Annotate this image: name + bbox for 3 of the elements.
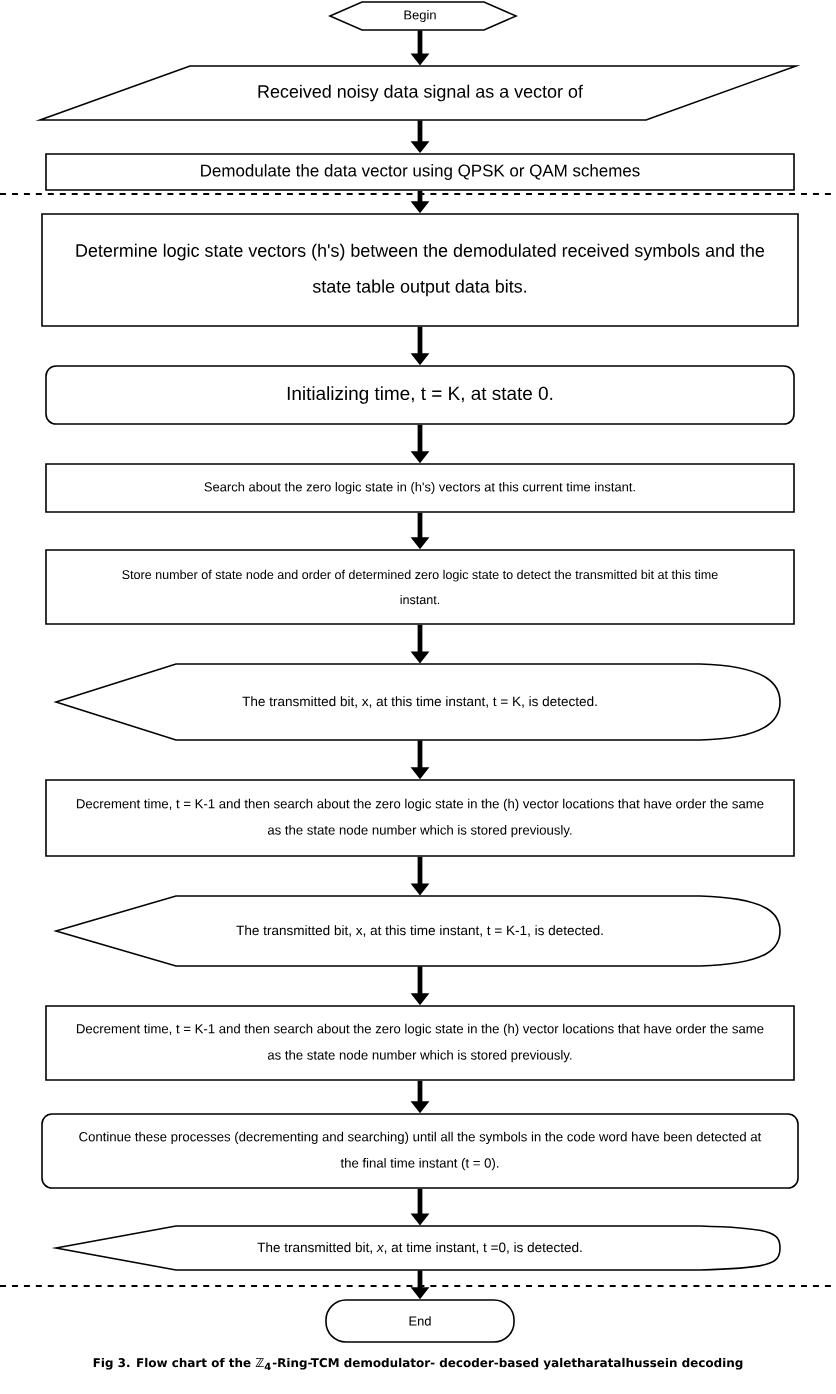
process-box: Demodulate the data vector using QPSK or QAM schemes: [45, 153, 795, 191]
process-box: Initializing time, t = K, at state 0.: [45, 365, 795, 425]
process-box: Determine logic state vectors (h's) between the demodulated received symbols and the state table output data bits.: [41, 213, 799, 327]
